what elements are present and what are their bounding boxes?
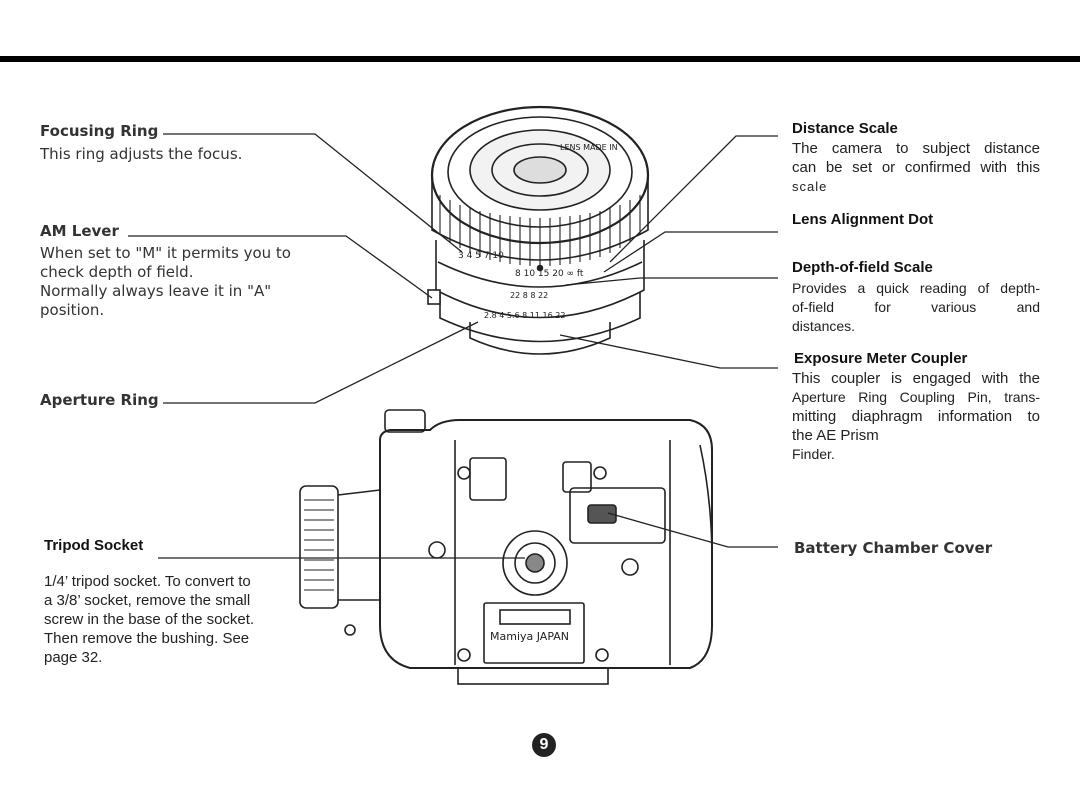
lens-aperture-numbers: 2.8 4 5.6 8 11 16 22: [484, 311, 565, 320]
am-lever-line: Normally always leave it in "A": [40, 282, 272, 300]
camera-body-drawing: [299, 409, 713, 685]
am-lever-line: position.: [40, 301, 105, 319]
aperture-ring-title: Aperture Ring: [40, 391, 159, 409]
am-lever-line: check depth of field.: [40, 263, 194, 281]
distance-scale-line: can be set or confirmed with this: [792, 159, 1040, 176]
tripod-socket-line: page 32.: [44, 649, 103, 666]
distance-scale-line: The camera to subject distance: [792, 140, 1040, 157]
exposure-meter-coupler-desc: This coupler is engaged with the Apertur…: [792, 369, 1040, 464]
am-lever-title: AM Lever: [40, 222, 119, 240]
dof-scale-line: of-field for various and: [792, 299, 1040, 315]
battery-chamber-cover-title: Battery Chamber Cover: [794, 539, 993, 557]
top-rule: [0, 56, 1080, 62]
lens-distance-scale-ft: 8 10 15 20 ∞ ft: [515, 269, 584, 279]
am-lever-desc: When set to "M" it permits you to check …: [40, 244, 300, 320]
dof-scale-desc: Provides a quick reading of depth- of-fi…: [792, 279, 1040, 336]
leader-lines: [128, 133, 778, 559]
tripod-socket-desc: 1/4’ tripod socket. To convert to a 3/8’…: [44, 572, 284, 667]
exposure-meter-coupler-line: mitting diaphragm information to: [792, 408, 1040, 425]
distance-scale-desc: The camera to subject distance can be se…: [792, 139, 1040, 196]
exposure-meter-coupler-title: Exposure Meter Coupler: [794, 350, 968, 367]
dof-scale-line: Provides a quick reading of depth-: [792, 280, 1040, 296]
lens-dof-numbers: 22 8 8 22: [510, 291, 548, 300]
focusing-ring-title: Focusing Ring: [40, 122, 159, 140]
focusing-ring-knurls: [439, 195, 641, 266]
am-lever-line: When set to "M" it permits you to: [40, 244, 291, 262]
distance-scale-title: Distance Scale: [792, 120, 898, 137]
tripod-socket-line: a 3/8’ socket, remove the small: [44, 592, 251, 609]
camera-plate-text: Mamiya JAPAN: [490, 630, 569, 643]
lens-distance-scale-m: 3 4 5 7 10: [458, 251, 504, 261]
lens-brand-engraving: LENS MADE IN: [560, 143, 618, 152]
distance-scale-line: scale: [792, 179, 828, 194]
exposure-meter-coupler-line: This coupler is engaged with the: [792, 370, 1040, 387]
focusing-ring-desc: This ring adjusts the focus.: [40, 145, 243, 163]
exposure-meter-coupler-line: Aperture Ring Coupling Pin, trans-: [792, 389, 1040, 405]
exposure-meter-coupler-line: the AE Prism: [792, 427, 879, 444]
lens-alignment-dot-title: Lens Alignment Dot: [792, 211, 934, 228]
tripod-socket-line: screw in the base of the socket.: [44, 611, 255, 628]
tripod-socket-line: 1/4’ tripod socket. To convert to: [44, 573, 251, 590]
tripod-socket-line: Then remove the bushing. See: [44, 630, 250, 647]
page-number-badge: 9: [532, 733, 556, 757]
lens-drawing: [427, 105, 650, 355]
dof-scale-title: Depth-of-field Scale: [792, 259, 933, 276]
tripod-socket-title: Tripod Socket: [44, 537, 144, 554]
dof-scale-line: distances.: [792, 318, 856, 334]
exposure-meter-coupler-line: Finder.: [792, 446, 835, 462]
